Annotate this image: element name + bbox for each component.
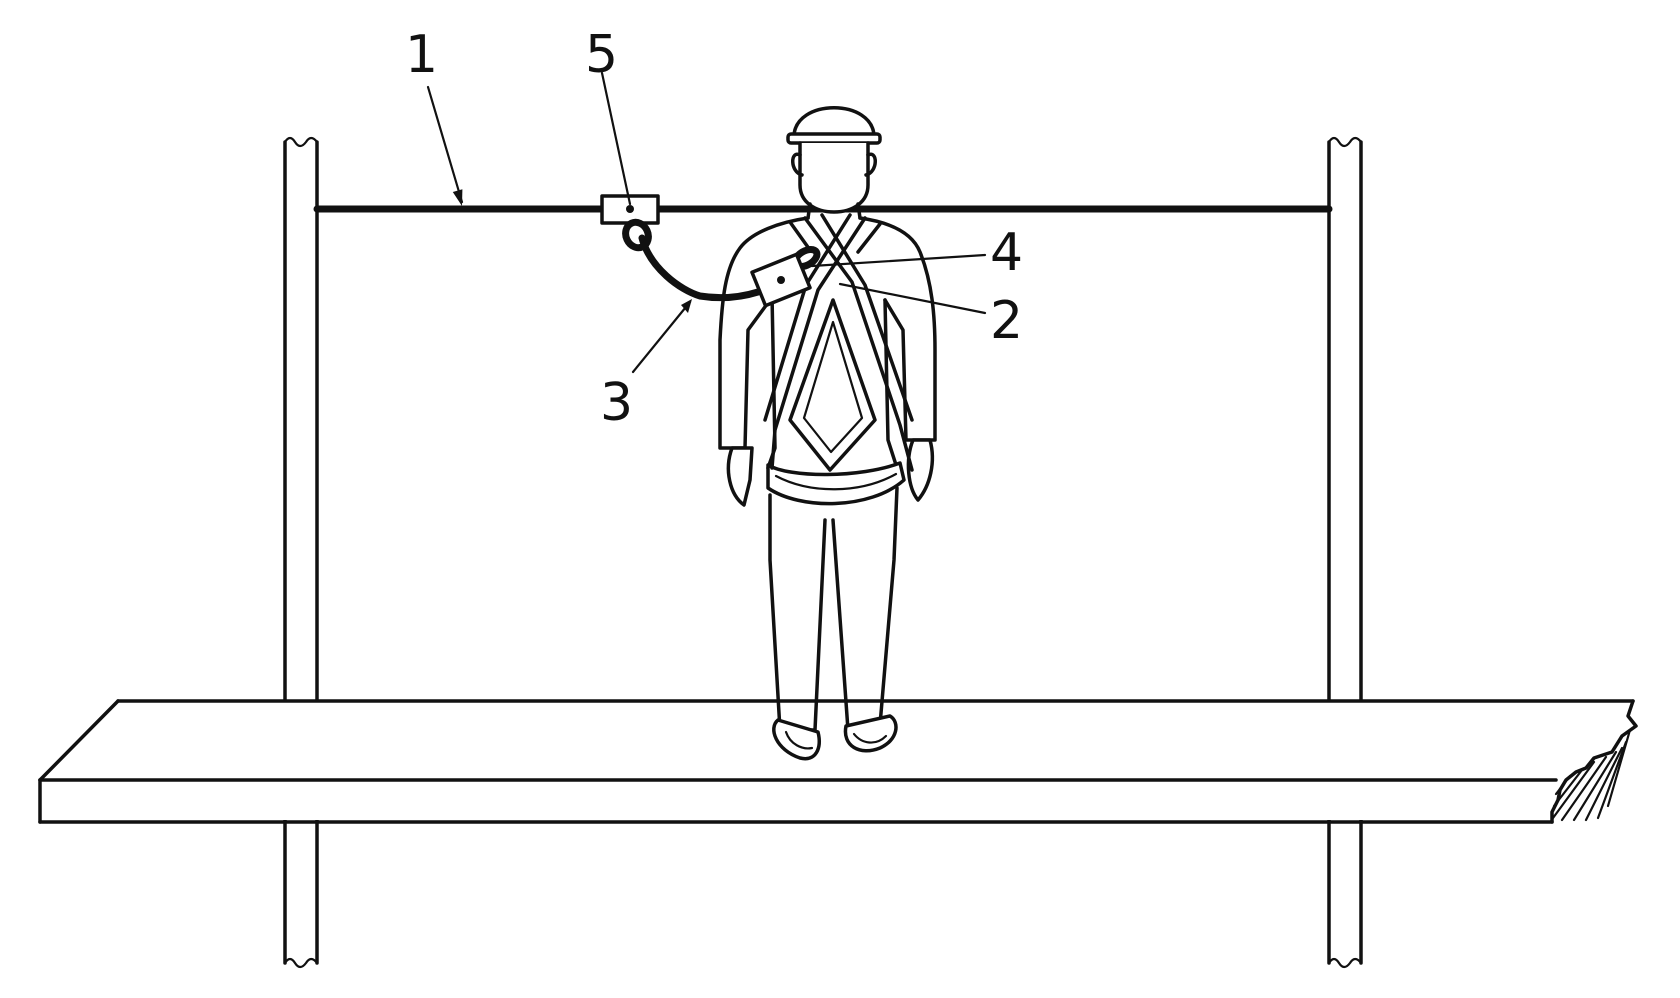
- label-1: 1: [405, 25, 438, 85]
- worker-figure: [718, 106, 937, 761]
- label-2: 2: [990, 291, 1023, 351]
- plank-hatching: [1551, 728, 1632, 822]
- leader-lines: [426, 71, 987, 374]
- lanyard: [638, 234, 762, 302]
- label-3: 3: [600, 373, 633, 433]
- right-post: [1327, 136, 1363, 969]
- label-4: 4: [990, 223, 1023, 283]
- platform-plank: [38, 699, 1638, 824]
- label-5: 5: [585, 25, 618, 85]
- left-post: [283, 136, 319, 969]
